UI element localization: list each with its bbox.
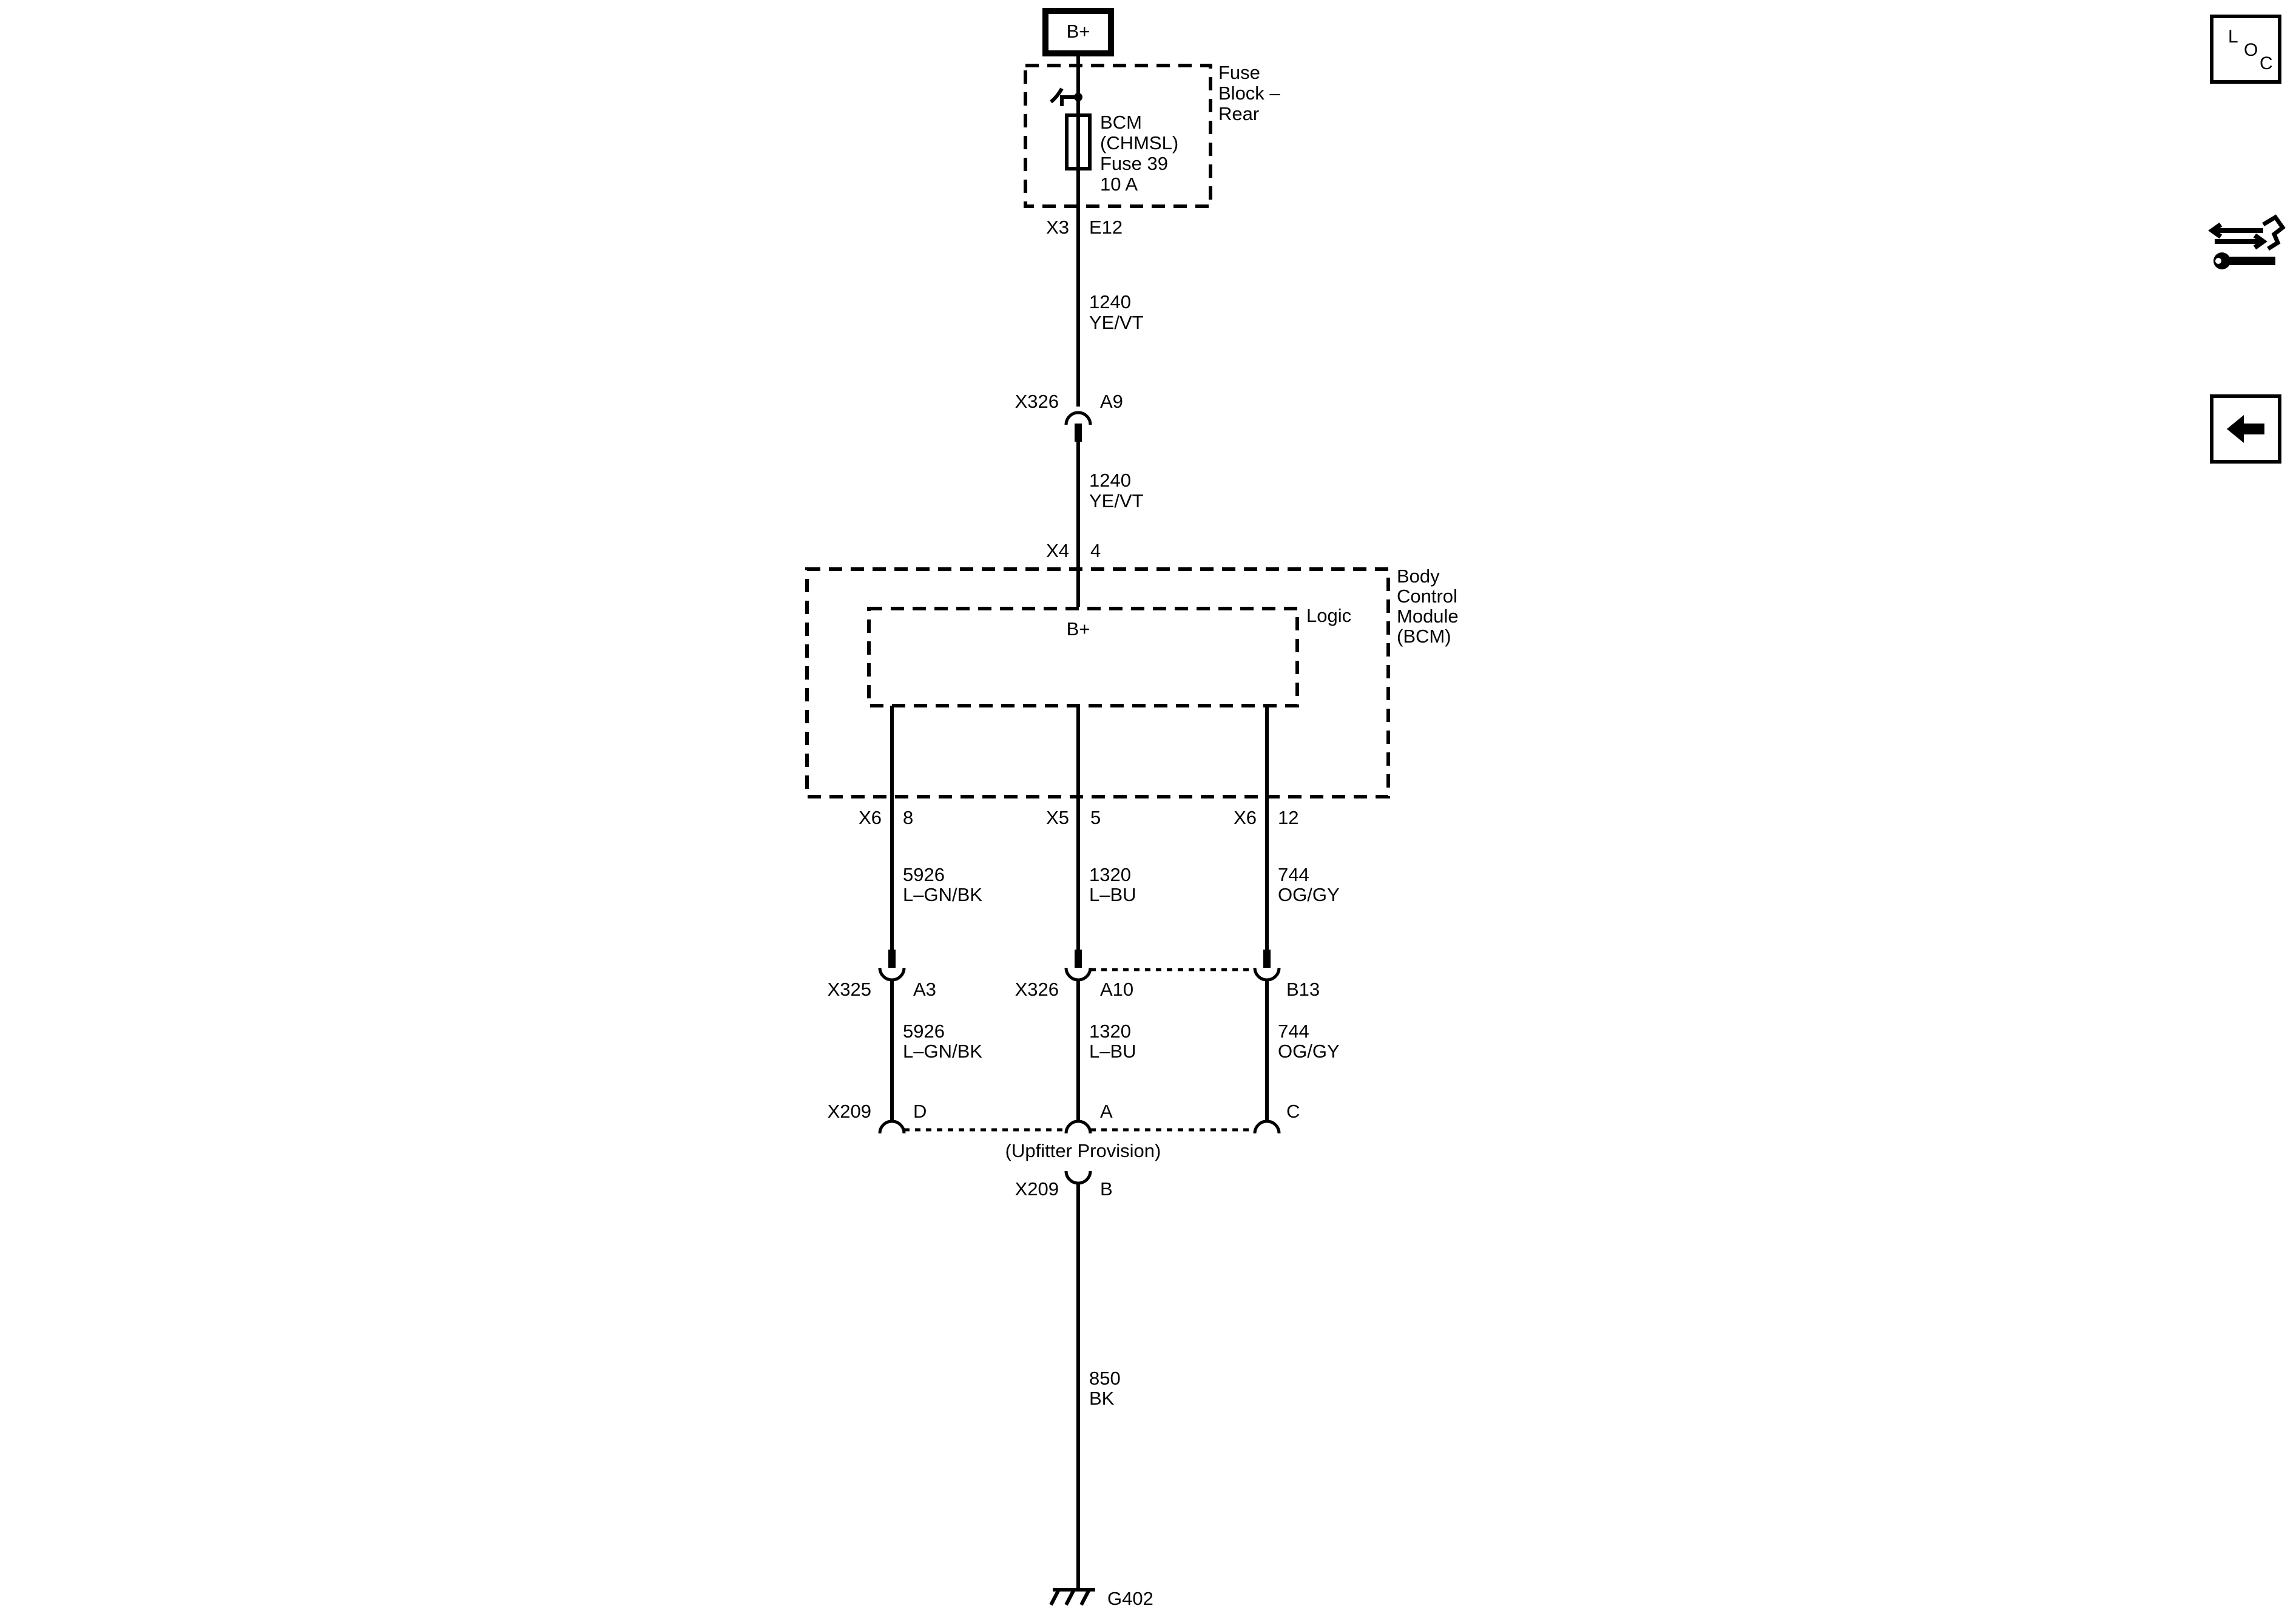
bcm-bplus-label: B+ [1067,618,1090,640]
b13-pin-label: B13 [1286,979,1320,1000]
x209-b-pin-label: B [1100,1178,1113,1200]
bcm-label-line-1: Body [1397,565,1440,587]
wire-744-upper-color: OG/GY [1278,884,1340,905]
battery-positive-source: B+ [1042,8,1114,56]
bcm-out-2-connector: X5 [1046,807,1069,828]
wire-1240-upper-circuit: 1240 [1089,291,1131,312]
bcm-label-line-3: Module [1397,606,1459,627]
fuse-label-line-4: 10 A [1100,174,1138,195]
wire-1240-lower-circuit: 1240 [1089,470,1131,491]
location-button[interactable]: L O C [2210,15,2281,84]
upfitter-connector-x209 [878,1119,1281,1134]
x209-connector-label: X209 [828,1101,871,1122]
bcm-label-line-4: (BCM) [1397,626,1451,647]
connector-x209-b [1064,1170,1092,1185]
x325-pin-label: A3 [913,979,936,1000]
wire-744-upper-circuit: 744 [1278,864,1309,885]
loc-letter-c: C [2260,53,2273,73]
ground-wire-color: BK [1089,1388,1115,1409]
x209-pin-d: D [913,1101,927,1122]
x326-a9-connector-label: X326 [1015,391,1059,412]
inline-connector-b13 [1253,950,1281,982]
bcm-label-line-2: Control [1397,586,1457,607]
bcm-input-pin-label: 4 [1090,540,1101,561]
wire-5926-lower-circuit: 5926 [903,1021,945,1042]
x326-a10-connector-label: X326 [1015,979,1059,1000]
upfitter-provision-label: (Upfitter Provision) [1005,1140,1161,1161]
wire-5926-lower-color: L–GN/BK [903,1041,982,1062]
fuse-block-label-line-1: Fuse [1218,62,1260,83]
bcm-out-3-connector: X6 [1234,807,1257,828]
bcm-out-2-pin: 5 [1090,807,1101,828]
fuse-connector-label: X3 [1046,217,1069,238]
fuse-label-line-3: Fuse 39 [1100,153,1168,174]
x326-a10-pin-label: A10 [1100,979,1133,1000]
fuse-block-label-line-3: Rear [1218,103,1259,124]
connector-end-view-button[interactable] [2203,200,2288,285]
back-button[interactable] [2210,394,2281,464]
fuse-block-bus-tap [1060,95,1078,106]
wire-5926-upper-color: L–GN/BK [903,884,982,905]
wire-1240-upper-color: YE/VT [1089,312,1144,333]
bcm-out-3-pin: 12 [1278,807,1298,828]
inline-connector-x326-a10 [1064,950,1092,982]
wire-1240-lower-color: YE/VT [1089,490,1144,511]
bcm-input-connector-label: X4 [1046,540,1069,561]
bcm-out-1-pin: 8 [903,807,913,828]
splice-dot [1074,93,1082,101]
inline-connector-x326-a9 [1064,411,1092,442]
bcm-out-1-connector: X6 [859,807,882,828]
wire-744-lower-circuit: 744 [1278,1021,1309,1042]
bcm-logic-label: Logic [1306,605,1351,626]
wire-5926-upper-circuit: 5926 [903,864,945,885]
wire-744-lower-color: OG/GY [1278,1041,1340,1062]
power-label: B+ [1067,21,1090,42]
x326-a9-pin-label: A9 [1100,391,1123,412]
fuse-label-line-1: BCM [1100,112,1142,133]
x209-pin-c: C [1286,1101,1300,1122]
ground-wire-circuit: 850 [1089,1368,1121,1389]
ground-label: G402 [1107,1588,1153,1609]
wire-1320-lower-circuit: 1320 [1089,1021,1131,1042]
wire-1320-upper-color: L–BU [1089,884,1136,905]
ground-symbol [1049,1588,1095,1606]
fuse-block-rear: Fuse Block – Rear BCM (CHMSL) Fuse 39 10… [1024,62,1280,208]
fuse-block-label-line-2: Block – [1218,83,1280,104]
loc-letter-o: O [2244,40,2258,60]
connector-tool-icon [2208,214,2286,269]
wire-1320-upper-circuit: 1320 [1089,864,1131,885]
back-arrow-icon [2227,415,2264,443]
loc-letter-l: L [2228,27,2238,47]
x325-connector-label: X325 [828,979,871,1000]
x209-pin-a: A [1100,1101,1113,1122]
inline-connector-x325-a3 [878,950,906,982]
wire-1320-lower-color: L–BU [1089,1041,1136,1062]
body-control-module: Body Control Module (BCM) Logic B+ [805,565,1459,798]
fuse-block-clip [1050,87,1064,104]
fuse-label-line-2: (CHMSL) [1100,132,1178,154]
fuse-pin-label: E12 [1089,217,1123,238]
x209-b-connector-label: X209 [1015,1178,1059,1200]
